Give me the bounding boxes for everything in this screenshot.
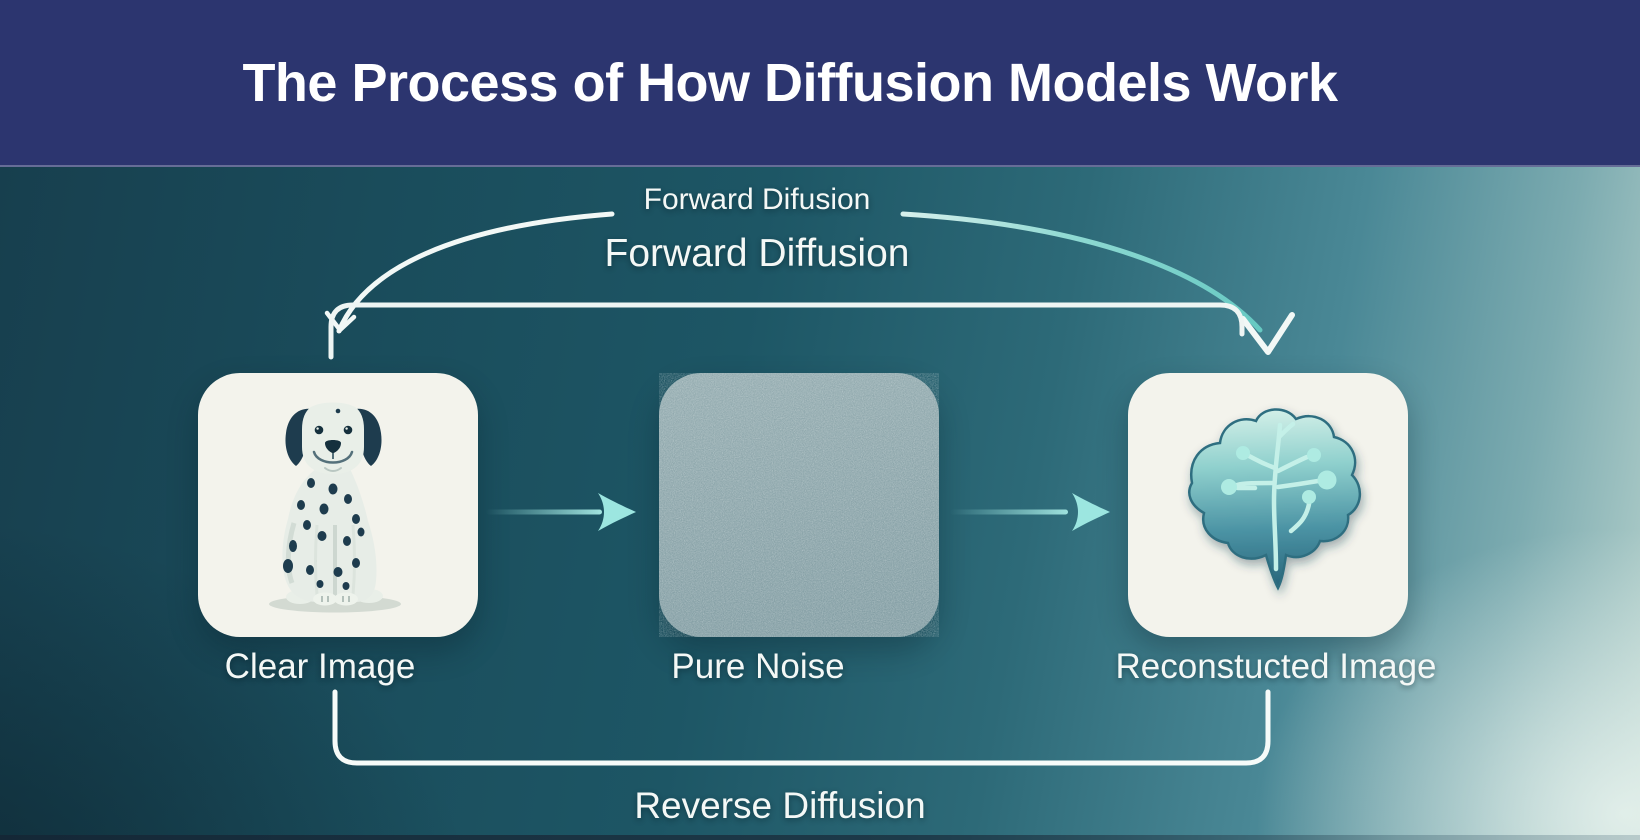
stage-label-reconstructed-image: Reconstucted Image: [1115, 647, 1437, 686]
stage-label-pure-noise: Pure Noise: [671, 647, 845, 686]
stage-card-reconstructed-image: [1128, 373, 1408, 637]
stage-label-clear-image: Clear Image: [224, 647, 416, 686]
reverse-diffusion-label: Reverse Diffusion: [634, 785, 926, 826]
noise-texture: [659, 373, 939, 637]
bottom-edge-strip: [0, 835, 1640, 840]
stage-card-pure-noise: [659, 373, 939, 637]
page-title: The Process of How Diffusion Models Work: [242, 52, 1338, 113]
stage-card-clear-image: [198, 373, 478, 637]
header: The Process of How Diffusion Models Work: [0, 0, 1640, 167]
dalmatian-dog-icon: [269, 402, 401, 613]
forward-diffusion-label: Forward Diffusion: [604, 232, 910, 275]
forward-difusion-small-label: Forward Difusion: [643, 183, 871, 216]
ai-brain-circuit-icon: [1188, 408, 1361, 591]
